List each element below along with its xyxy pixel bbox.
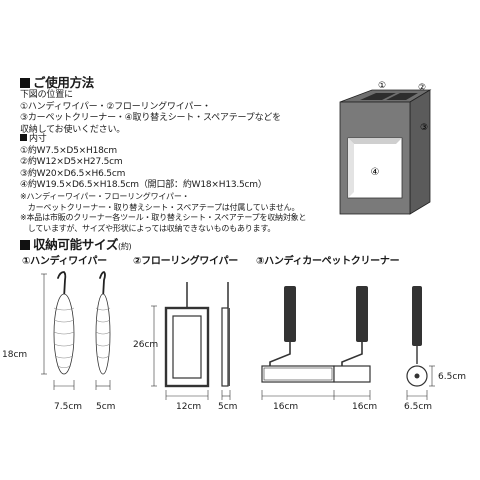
usage-text: 下図の位置に ①ハンディワイパー・②フローリングワイパー・ ③カーペットクリーナ… xyxy=(20,90,340,136)
flooring-wiper-side xyxy=(221,282,230,387)
dimensions-block: 内寸 ①約W7.5×D5×H18cm ②約W12×D5×H27.5cm ③約W2… xyxy=(20,134,350,192)
flooring-wiper-depth: 5cm xyxy=(218,402,238,412)
flooring-wiper-diagram xyxy=(151,282,231,400)
storage-title: 収納可能サイズ xyxy=(33,237,119,252)
handy-wiper-height: 18cm xyxy=(2,350,28,360)
handy-wiper-width: 7.5cm xyxy=(54,402,83,412)
carpet-cleaner-width-3: 6.5cm xyxy=(404,402,433,412)
dimension-line: ②約W12×D5×H27.5cm xyxy=(20,157,123,167)
slot-2 xyxy=(386,93,418,100)
handy-wiper-depth: 5cm xyxy=(96,402,116,412)
carpet-cleaner-diagram xyxy=(261,286,435,400)
note-line: していますが、サイズや形状によっては収納できないものもあります。 xyxy=(20,223,276,233)
usage-title: ご使用方法 xyxy=(33,75,95,90)
marker-1: ① xyxy=(378,81,386,91)
handy-wiper-diagram xyxy=(41,271,111,390)
usage-line: ①ハンディワイパー・②フローリングワイパー・ xyxy=(20,101,211,112)
usage-line: 収納してお使いください。 xyxy=(20,124,126,135)
dimension-line: ①約W7.5×D5×H18cm xyxy=(20,145,117,156)
note-line: ※本品は市販のクリーナー各ツール・取り替えシート・スペアテープを収納対象と xyxy=(20,213,307,222)
square-bullet-icon xyxy=(20,134,27,141)
usage-line: ③カーペットクリーナー・④取り替えシート・スペアテープなどを xyxy=(20,113,281,123)
item-label-flooring-wiper: ②フローリングワイパー xyxy=(133,256,238,267)
item-label-handy-wiper: ①ハンディワイパー xyxy=(22,256,107,267)
usage-heading: ご使用方法 xyxy=(20,72,94,91)
square-bullet-icon xyxy=(20,240,30,250)
storage-suffix: (約) xyxy=(118,242,132,251)
slot-1 xyxy=(360,93,396,100)
usage-line: 下図の位置に xyxy=(20,90,73,100)
flooring-wiper-width: 12cm xyxy=(176,402,202,412)
marker-2: ② xyxy=(418,83,426,93)
handy-wiper-side xyxy=(95,271,111,375)
dimension-line: ④約W19.5×D6.5×H18.5cm（開口部：約W18×H13.5cm） xyxy=(20,180,267,190)
carpet-cleaner-view-1 xyxy=(261,286,335,383)
carpet-cleaner-side-height: 6.5cm xyxy=(438,372,467,382)
carpet-cleaner-side xyxy=(406,286,428,387)
cleaner-roller xyxy=(261,365,335,383)
case-opening xyxy=(347,137,403,199)
carpet-cleaner-width-2: 16cm xyxy=(352,402,378,412)
flooring-wiper-front xyxy=(164,282,210,388)
handy-wiper-front xyxy=(53,271,75,375)
dimension-line: ③約W20×D6.5×H6.5cm xyxy=(20,168,126,179)
notes-block: ※ハンディーワイパー・フローリングワイパー・ カーペットクリーナー・取り替えシー… xyxy=(20,192,450,234)
storage-heading: 収納可能サイズ(約) xyxy=(20,234,132,253)
cleaner-handle xyxy=(284,286,296,342)
flooring-wiper-height: 26cm xyxy=(133,340,159,350)
marker-4: ④ xyxy=(371,167,380,178)
marker-3: ③ xyxy=(420,123,428,133)
dimensions-heading: 内寸 xyxy=(20,134,350,146)
carpet-cleaner-width-1: 16cm xyxy=(273,402,299,412)
storage-case-diagram: ① ② ③ ④ xyxy=(339,81,432,215)
carpet-cleaner-view-2 xyxy=(333,286,371,383)
item-label-carpet-cleaner: ③ハンディカーペットクリーナー xyxy=(256,256,400,267)
square-bullet-icon xyxy=(20,78,30,88)
case-side xyxy=(409,89,431,215)
note-line: カーペットクリーナー・取り替えシート・スペアテープは付属していません。 xyxy=(20,202,300,212)
note-line: ※ハンディーワイパー・フローリングワイパー・ xyxy=(20,192,190,201)
